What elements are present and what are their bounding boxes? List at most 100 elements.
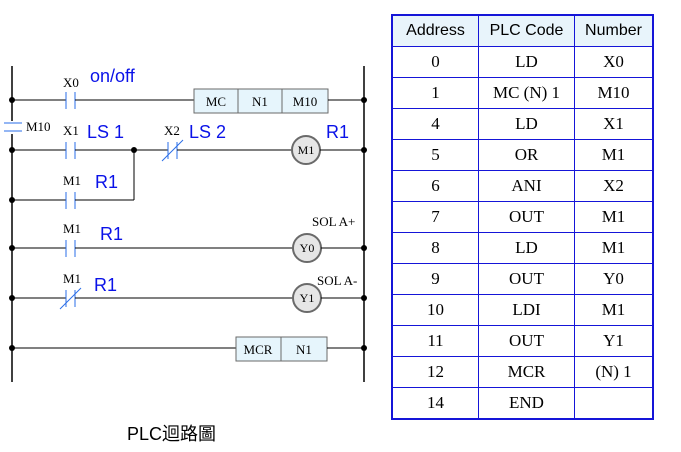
cell-address: 5 (391, 139, 479, 171)
cell-number: X2 (574, 170, 654, 202)
contact-label: M1 (63, 221, 81, 236)
annotation-ls1: LS 1 (87, 122, 124, 142)
coil-y0: Y0 (292, 233, 322, 263)
cell-number: M1 (574, 201, 654, 233)
contact-label: X1 (63, 123, 79, 138)
ladder-diagram: X0 on/off MC N1 M10 M10 X1 LS 1 X2 LS (4, 66, 367, 382)
mc-box-device: M10 (293, 94, 318, 109)
cell-address: 7 (391, 201, 479, 233)
mc-box-nest: N1 (252, 94, 268, 109)
cell-plc-code: LD (478, 232, 575, 264)
cell-number: M10 (574, 77, 654, 109)
cell-plc-code: MCR (478, 356, 575, 388)
rung-mc: X0 on/off MC N1 M10 (9, 66, 367, 114)
cell-address: 14 (391, 387, 479, 420)
cell-number: M1 (574, 232, 654, 264)
cell-plc-code: OUT (478, 325, 575, 357)
mcr-box-nest: N1 (296, 342, 312, 357)
contact-nc-slash (161, 139, 184, 162)
junction-dot (361, 147, 367, 153)
cell-address: 10 (391, 294, 479, 326)
cell-plc-code: ANI (478, 170, 575, 202)
cell-address: 1 (391, 77, 479, 109)
header-plc-code: PLC Code (478, 14, 575, 47)
cell-plc-code: OR (478, 139, 575, 171)
annotation-ls2: LS 2 (189, 122, 226, 142)
annotation-sol-a-plus: SOL A+ (312, 214, 355, 229)
junction-dot (361, 345, 367, 351)
annotation-r1: R1 (95, 172, 118, 192)
diagram-caption: PLC迴路圖 (127, 424, 217, 444)
annotation-r1: R1 (94, 275, 117, 295)
cell-address: 4 (391, 108, 479, 140)
contact-label: M1 (63, 271, 81, 286)
contact-label: M1 (63, 173, 81, 188)
contact-nc-slash (59, 287, 82, 310)
cell-number: (N) 1 (574, 356, 654, 388)
coil-y1: Y1 (292, 283, 322, 313)
cell-address: 9 (391, 263, 479, 295)
cell-number: Y0 (574, 263, 654, 295)
cell-number: M1 (574, 139, 654, 171)
junction-dot (361, 97, 367, 103)
mc-contact-m10: M10 (4, 119, 51, 134)
cell-plc-code: MC (N) 1 (478, 77, 575, 109)
cell-address: 8 (391, 232, 479, 264)
cell-plc-code: LD (478, 108, 575, 140)
cell-number: X1 (574, 108, 654, 140)
annotation-r1: R1 (326, 122, 349, 142)
cell-address: 6 (391, 170, 479, 202)
rung-y1: M1 R1 Y1 SOL A- (9, 271, 367, 313)
coil-label: Y1 (300, 291, 315, 305)
coil-label: Y0 (300, 241, 315, 255)
coil-m1: M1 (291, 135, 321, 165)
cell-plc-code: OUT (478, 201, 575, 233)
cell-number: M1 (574, 294, 654, 326)
header-number: Number (574, 14, 654, 47)
rung-m1-branch: M1 R1 (9, 150, 135, 209)
cell-address: 11 (391, 325, 479, 357)
coil-label: M1 (298, 143, 315, 157)
rung-y0: M1 R1 Y0 SOL A+ (9, 214, 367, 263)
mc-instruction-box: MC N1 M10 (193, 88, 329, 114)
cell-address: 12 (391, 356, 479, 388)
annotation-sol-a-minus: SOL A- (317, 273, 357, 288)
cell-address: 0 (391, 46, 479, 78)
header-address: Address (391, 14, 479, 47)
cell-plc-code: LD (478, 46, 575, 78)
cell-number: X0 (574, 46, 654, 78)
mc-contact-label: M10 (26, 119, 51, 134)
table-header-row: Address PLC Code Number (391, 14, 654, 47)
junction-dot (361, 245, 367, 251)
mcr-instruction-box: MCR N1 (235, 336, 328, 362)
annotation-on-off: on/off (90, 66, 136, 86)
contact-label: X2 (164, 123, 180, 138)
cell-plc-code: LDI (478, 294, 575, 326)
rung-m1: X1 LS 1 X2 LS 2 M1 R1 (9, 122, 367, 165)
cell-plc-code: OUT (478, 263, 575, 295)
mc-box-frame (193, 88, 329, 114)
junction-dot (361, 295, 367, 301)
mc-box-op: MC (206, 94, 226, 109)
mcr-box-op: MCR (244, 342, 273, 357)
annotation-r1: R1 (100, 224, 123, 244)
cell-number (574, 387, 654, 420)
cell-number: Y1 (574, 325, 654, 357)
cell-plc-code: END (478, 387, 575, 420)
contact-label: X0 (63, 75, 79, 90)
rung-mcr: MCR N1 (9, 336, 367, 362)
